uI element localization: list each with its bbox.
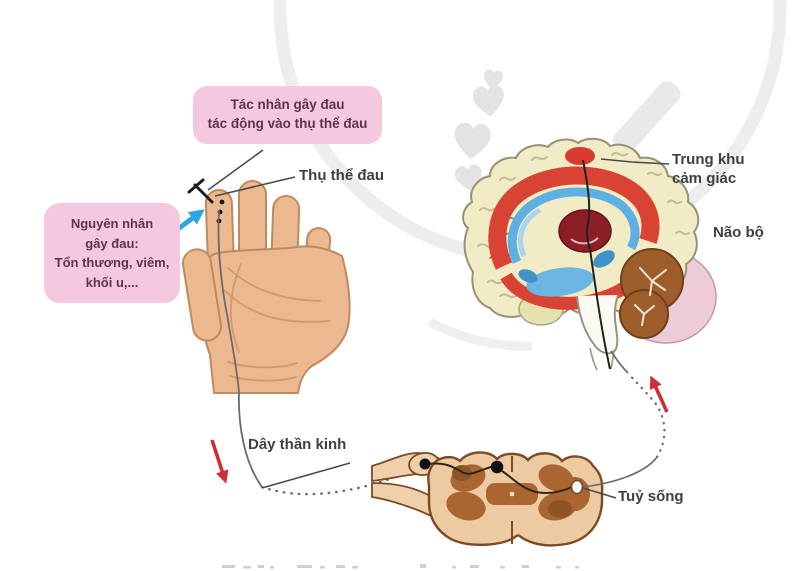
leader-pain-agent [207, 149, 264, 191]
red-arrow-up [649, 375, 669, 413]
brainstem [576, 294, 619, 355]
sensory-center-spot [565, 147, 595, 165]
pain-cause-callout: Nguyên nhân gây đau: Tổn thương, viêm, k… [44, 203, 180, 303]
label-pain-receptor: Thụ thể đau [299, 167, 384, 184]
hand-illustration [181, 180, 351, 394]
leader-nerve [261, 462, 351, 489]
ascending-path [582, 350, 666, 488]
ventricles-blue [507, 187, 640, 297]
label-sensory-center: Trung khu cảm giác [672, 151, 745, 187]
leader-lines [207, 149, 670, 499]
pin-icon [187, 178, 214, 204]
nerve-path [217, 209, 392, 496]
leader-sensory-center [600, 158, 670, 165]
label-nerve: Dây thần kinh [248, 436, 347, 453]
watermark-swoosh [612, 80, 681, 154]
red-arrow-down [210, 439, 229, 484]
brain-illustration [462, 137, 717, 371]
leader-receptor [214, 176, 296, 197]
central-canal [509, 491, 515, 497]
relay-axon-line [426, 462, 573, 495]
pain-agent-callout: Tác nhân gây đau tác động vào thụ thể đa… [193, 86, 382, 144]
cerebellum [619, 248, 684, 339]
palm-creases [223, 263, 331, 382]
ganglion-neuron-dot [419, 458, 431, 470]
palm [200, 245, 351, 394]
medulla-outline [589, 347, 615, 371]
dorsal-horn-neuron-dot [490, 460, 504, 474]
label-spinal-cord: Tuỷ sống [618, 488, 684, 505]
leader-spinal-cord [582, 487, 617, 499]
thalamus [558, 209, 612, 253]
spinal-cord-illustration [371, 451, 604, 547]
thumb [181, 248, 223, 342]
caption-fragment [222, 564, 579, 569]
relay-neuron-oval [570, 479, 584, 495]
label-brain: Não bộ [713, 224, 764, 241]
brain-pathway-line [582, 159, 611, 370]
